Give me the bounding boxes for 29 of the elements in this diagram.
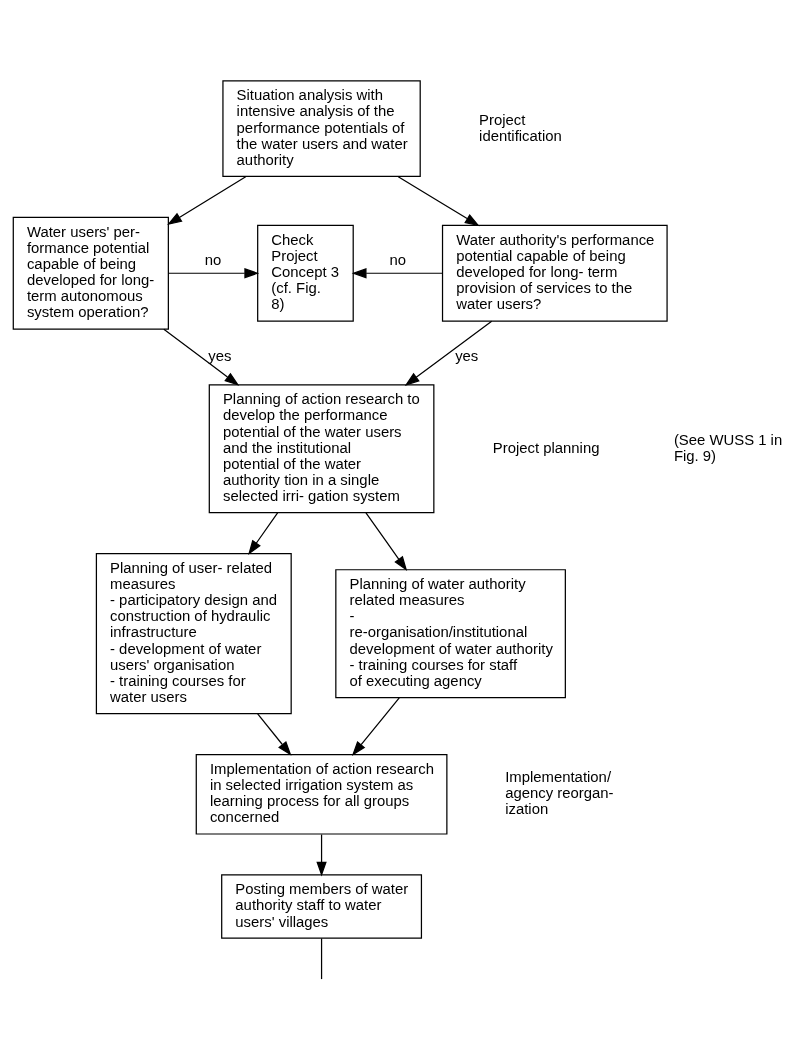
- arrow: [365, 512, 408, 572]
- edge-label: no: [204, 252, 222, 269]
- arrow: [248, 512, 279, 555]
- node-box: Posting members of water authority staff to water users' villages: [221, 874, 423, 939]
- arrow: [404, 320, 493, 386]
- edge-label: yes: [208, 347, 232, 364]
- node-box: Water users' per- formance potential capable of being developed for long- term autonomous system operation?: [12, 216, 169, 330]
- arrow: [257, 713, 292, 756]
- node-box: Check Project Concept 3 (cf. Fig. 8): [257, 224, 354, 322]
- arrow: [168, 268, 260, 279]
- node-box: Planning of water authority related measures - re-organisation/institutional development of water authority - training courses for staff of executing agency: [335, 569, 566, 699]
- arrow: [351, 268, 443, 279]
- edge-label: yes: [455, 347, 479, 364]
- node-box: Situation analysis with intensive analysis of the performance potentials of the water users and water authority: [222, 80, 421, 178]
- node-box: Implementation of action research in selected irrigation system as learning process for all groups concerned: [195, 754, 448, 835]
- label: Implementation/ agency reorgan- ization: [505, 769, 614, 818]
- arrow: [397, 176, 480, 227]
- label: Project planning: [492, 439, 600, 456]
- node-box: Water authority's performance potential capable of being developed for long- term provision of services to the water users?: [441, 224, 668, 322]
- edge-label: no: [389, 252, 407, 269]
- arrow: [167, 176, 247, 226]
- arrow: [351, 697, 400, 756]
- label: (See WUSS 1 in Fig. 9): [673, 431, 783, 464]
- arrow: [163, 328, 240, 386]
- node-box: Planning of action research to develop the performance potential of the water users and the institutional potential of the water authority tion in a single selected irri- gation system: [208, 384, 435, 514]
- label: Project identification: [479, 111, 562, 144]
- connector: [320, 937, 323, 980]
- node-box: Planning of user- related measures - participatory design and construction of hydraulic infrastructure - development of water users' organisation - training courses for water users: [95, 553, 292, 715]
- arrow: [316, 833, 327, 877]
